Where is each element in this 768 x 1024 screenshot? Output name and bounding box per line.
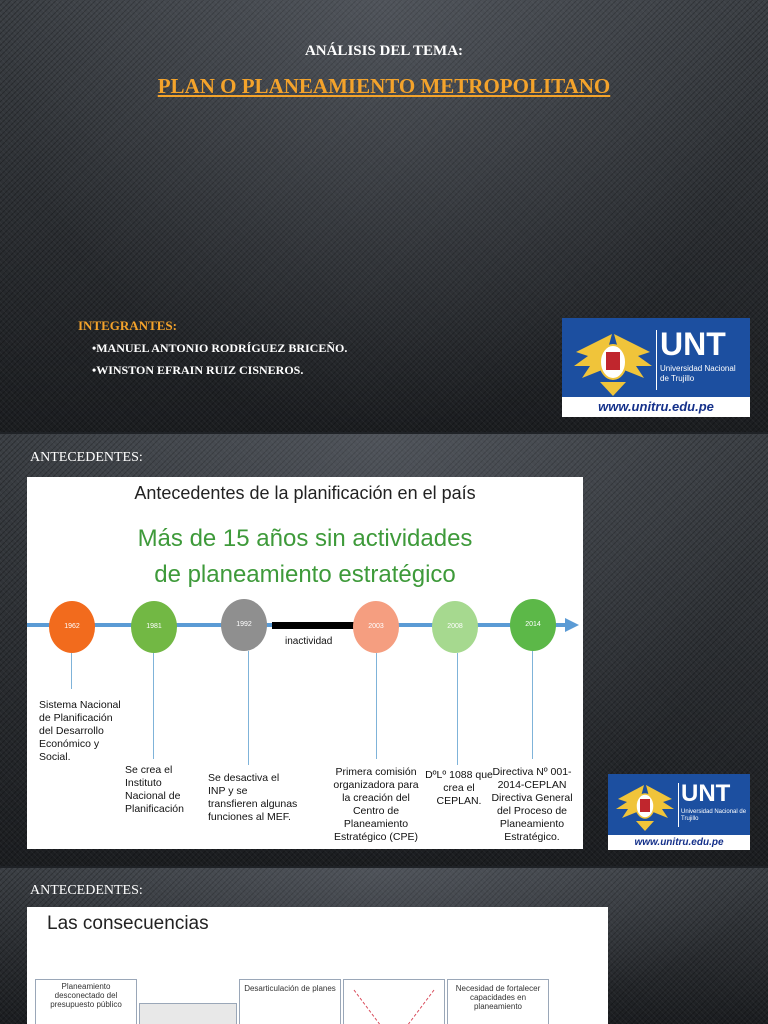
consequence-image-box [139,1003,237,1024]
consequences-image: Las consecuencias Planeamiento desconect… [27,907,608,1024]
university-crest-icon [574,334,652,396]
timeline-desc-1992: Se desactiva el INP y se transfieren alg… [208,772,298,823]
member-item: •MANUEL ANTONIO RODRÍGUEZ BRICEÑO. [92,341,348,355]
consequence-chart-box [343,979,445,1024]
consequence-box: Necesidad de fortalecer capacidades en p… [447,979,549,1024]
timeline-desc-1962: Sistema Nacional de Planificación del De… [39,699,121,763]
unt-logo: UNT Universidad Nacional de Trujillo www… [562,318,750,417]
members-label: INTEGRANTES: [78,318,177,333]
slide-heading: ANTECEDENTES: [30,450,143,465]
unt-letters: UNT [681,780,731,807]
year-node-2003: 2003 [353,601,399,653]
slide-title: PLAN O PLANEAMIENTO METROPOLITANO [157,74,611,98]
timeline-desc-2014: Directiva Nº 001-2014-CEPLAN Directiva G… [491,766,573,843]
trend-chart-icon [353,989,435,1024]
unt-logo: UNT Universidad Nacional de Trujillo www… [608,774,750,850]
slide-subtitle: ANÁLISIS DEL TEMA: [304,43,464,59]
timeline-desc-2008: DºLº 1088 que crea el CEPLAN. [425,769,493,807]
member-item: •WINSTON EFRAIN RUIZ CISNEROS. [92,363,304,377]
antecedents-slide: ANTECEDENTES: Antecedentes de la planifi… [0,434,768,866]
university-crest-icon [616,785,674,831]
timeline-desc-1981: Se crea el Instituto Nacional de Planifi… [125,764,184,815]
university-name: Universidad Nacional de Trujillo [681,809,747,822]
timeline-arrowhead-icon [565,618,579,632]
inactivity-bar [272,622,357,629]
timeline-headline-line2: de planeamiento estratégico [154,561,456,588]
timeline-title: Antecedentes de la planificación en el p… [134,483,476,503]
title-slide: ANÁLISIS DEL TEMA: PLAN O PLANEAMIENTO M… [0,0,768,432]
slide-heading: ANTECEDENTES: [30,883,143,898]
consequence-box: Desarticulación de planes [239,979,341,1024]
year-node-2008: 2008 [432,601,478,653]
consequences-title: Las consecuencias [47,913,209,934]
timeline-desc-2003: Primera comisión organizadora para la cr… [333,766,419,843]
timeline-image: Antecedentes de la planificación en el p… [27,477,583,849]
year-node-1992: 1992 [221,599,267,651]
year-node-2014: 2014 [510,599,556,651]
consequence-box: Planeamiento desconectado del presupuest… [35,979,137,1024]
year-node-1962: 1962 [49,601,95,653]
university-url: www.unitru.edu.pe [562,397,750,417]
inactivity-label: inactividad [285,636,333,647]
university-name: Universidad Nacional de Trujillo [660,364,736,383]
consequences-slide: ANTECEDENTES: Las consecuencias Planeami… [0,868,768,1024]
timeline-headline-line1: Más de 15 años sin actividades [137,525,473,552]
unt-letters: UNT [660,326,726,362]
university-url: www.unitru.edu.pe [608,835,750,850]
year-node-1981: 1981 [131,601,177,653]
